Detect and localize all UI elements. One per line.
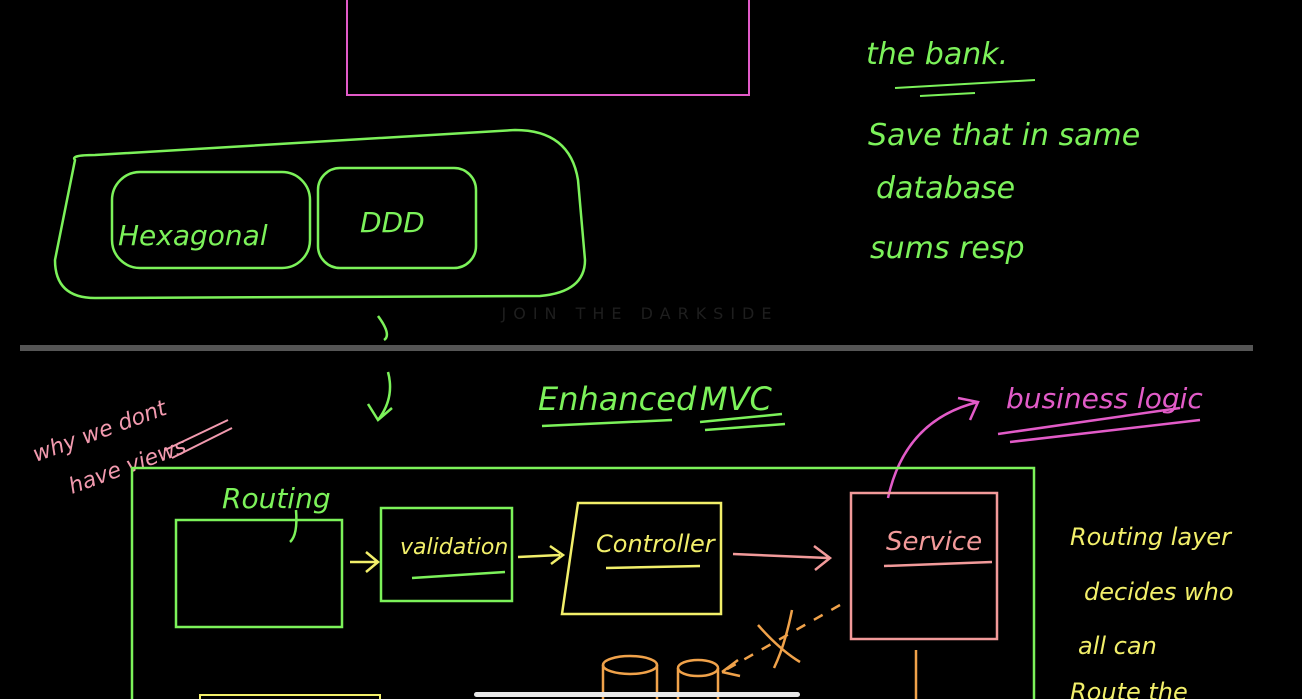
title-enhanced: Enhanced bbox=[538, 380, 697, 418]
bottom-partial-box bbox=[199, 694, 381, 699]
arrow-controller-service bbox=[732, 545, 833, 571]
note-decides-who: decides who bbox=[1084, 578, 1234, 606]
note-sums-resp: sums resp bbox=[870, 231, 1025, 266]
ddd-label: DDD bbox=[360, 206, 425, 239]
service-underline bbox=[883, 560, 993, 568]
title-underline-2 bbox=[699, 412, 786, 432]
ddd-box bbox=[316, 166, 478, 270]
note-save-that: Save that in same bbox=[868, 118, 1140, 153]
top-box bbox=[346, 0, 750, 96]
arch-group-outline bbox=[53, 128, 587, 300]
service-label: Service bbox=[886, 527, 982, 557]
validation-underline bbox=[411, 570, 506, 580]
hexagonal-box bbox=[110, 170, 312, 270]
cross-mark bbox=[721, 609, 801, 678]
arrow-routing-validation bbox=[350, 551, 380, 573]
title-underline-1 bbox=[541, 418, 673, 428]
arrow-validation-controller bbox=[517, 544, 566, 565]
business-logic-underline bbox=[997, 406, 1201, 444]
note-route-the: Route the bbox=[1070, 678, 1188, 699]
note-database: database bbox=[876, 171, 1015, 206]
validation-box bbox=[379, 506, 514, 603]
validation-label: validation bbox=[400, 535, 508, 560]
business-logic-arrow bbox=[886, 396, 980, 499]
routing-label: Routing bbox=[222, 482, 331, 515]
note-all-can: all can bbox=[1078, 632, 1157, 660]
mvc-container bbox=[130, 466, 1036, 699]
down-arrow bbox=[366, 315, 393, 422]
routing-tail bbox=[289, 509, 298, 543]
underline-bank-1 bbox=[894, 79, 1036, 89]
title-mvc: MVC bbox=[700, 380, 773, 418]
note-routing-layer: Routing layer bbox=[1070, 523, 1233, 551]
note-underline bbox=[164, 419, 233, 459]
underline-bank-2 bbox=[919, 92, 976, 97]
watermark: JOIN THE DARKSIDE bbox=[501, 304, 779, 323]
scrollbar-thumb[interactable] bbox=[474, 692, 800, 697]
routing-box bbox=[174, 518, 344, 629]
hexagonal-label: Hexagonal bbox=[118, 219, 268, 252]
crossed-dashed-arrow bbox=[721, 603, 841, 674]
note-the-bank: the bank. bbox=[866, 37, 1008, 72]
controller-underline bbox=[605, 564, 701, 570]
controller-box bbox=[560, 501, 723, 616]
service-box bbox=[849, 491, 999, 641]
controller-label: Controller bbox=[596, 530, 717, 558]
